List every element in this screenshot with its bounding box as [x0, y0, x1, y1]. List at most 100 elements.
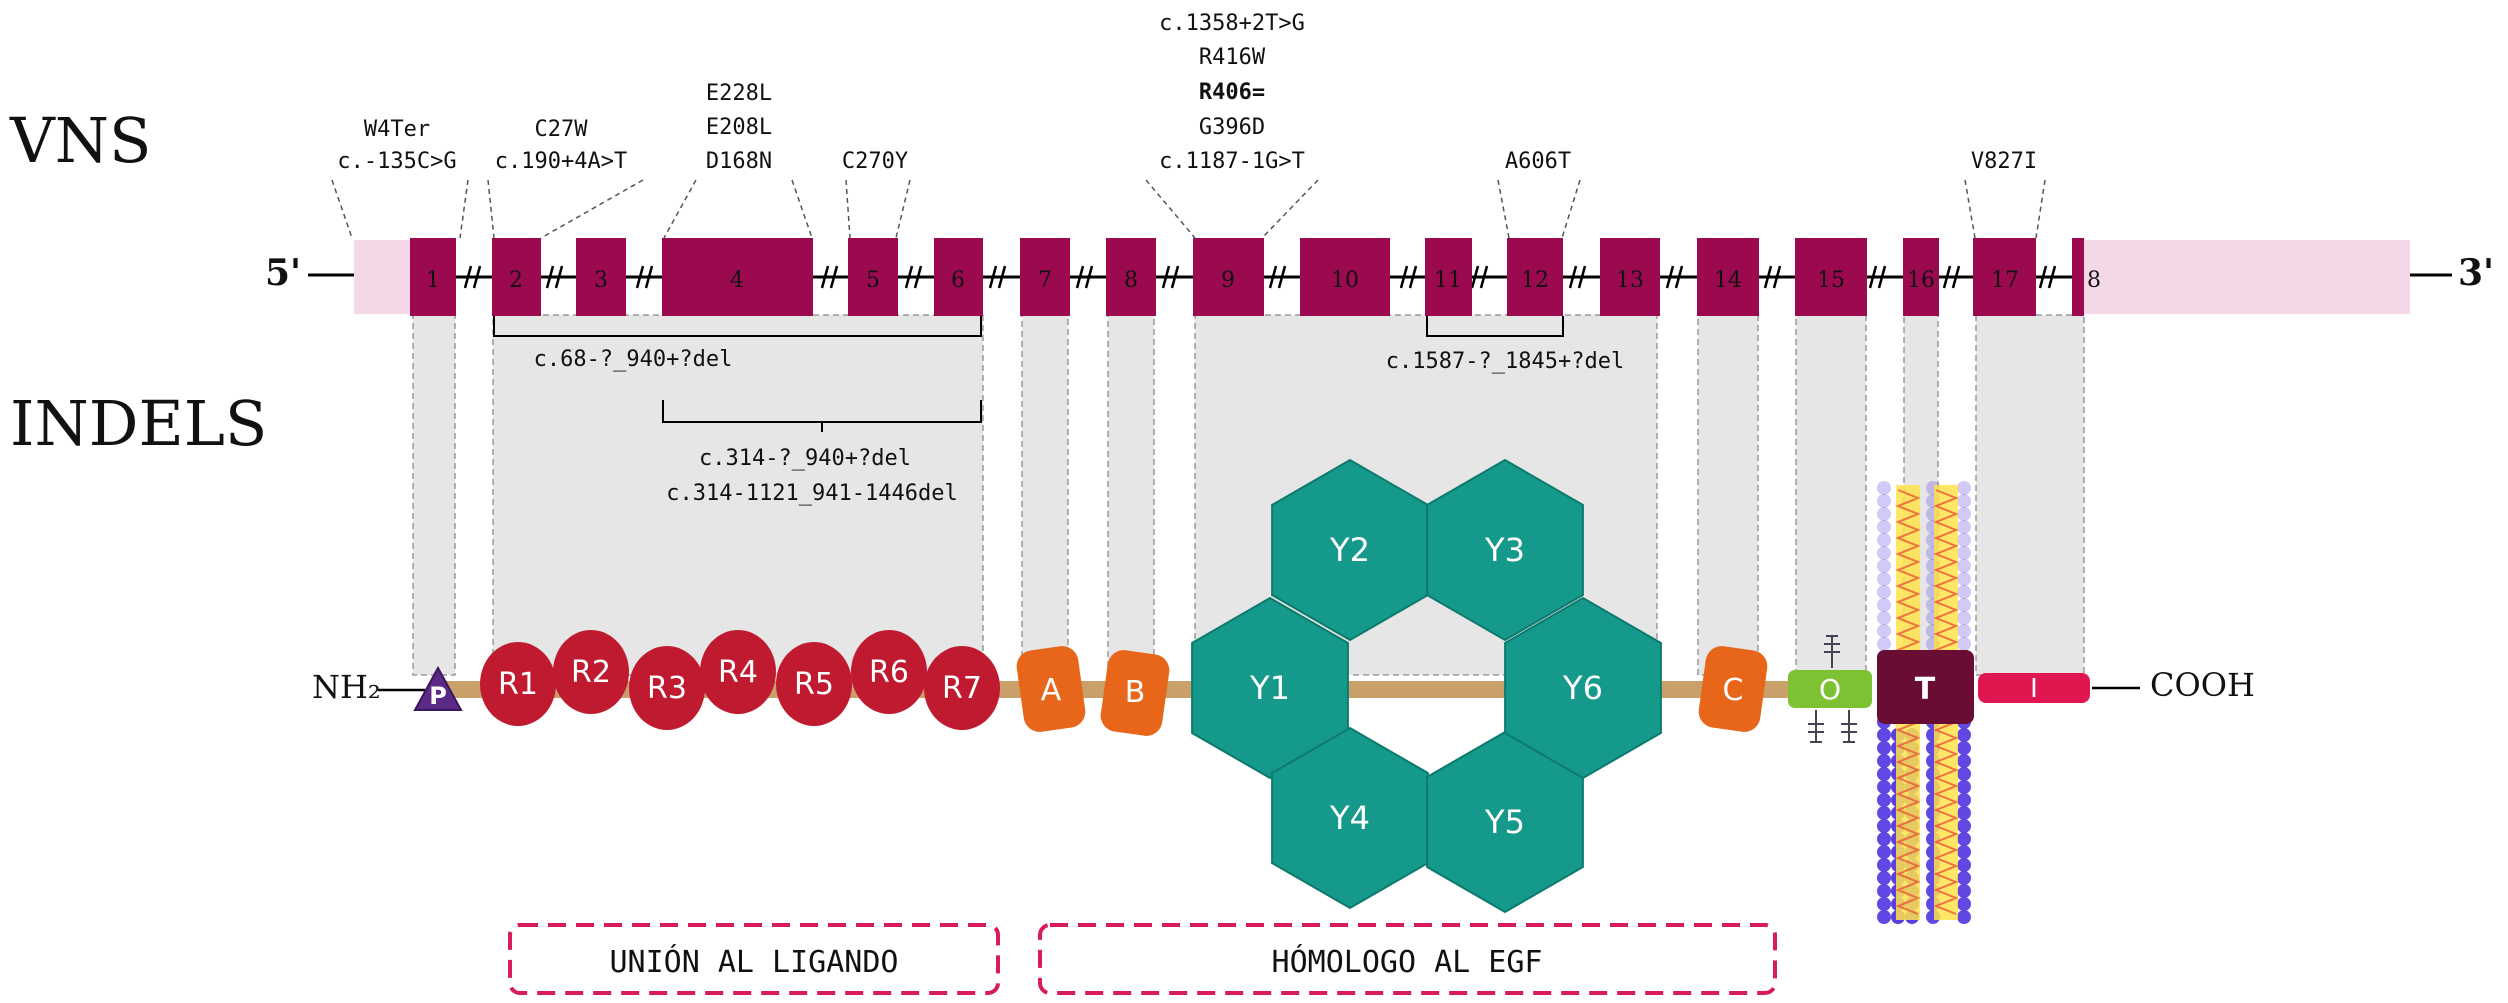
- egf-homolog-box: [1038, 923, 1777, 995]
- exon-label: 14: [1714, 268, 1742, 293]
- variant-label: V827I: [1971, 149, 2037, 174]
- egf-a-label: A: [1041, 673, 1062, 708]
- break-mark: [1568, 265, 1587, 289]
- lipid-bead: [1877, 845, 1891, 859]
- variant-label: D168N: [706, 149, 772, 174]
- indel-bracket-4-6: [662, 400, 982, 432]
- variant-label: E208L: [706, 115, 772, 140]
- lipid-bead: [1957, 845, 1971, 859]
- variant-label: c.190+4A>T: [495, 149, 627, 174]
- exon-3: 3: [576, 238, 626, 316]
- egf-b-label: B: [1125, 675, 1146, 710]
- leader-line: [1261, 179, 1319, 239]
- leader-line: [459, 179, 469, 239]
- lipid-bead: [1877, 793, 1891, 807]
- variant-leaders: [331, 179, 2046, 239]
- variant-label: C270Y: [842, 149, 908, 174]
- lipid-bead: [1877, 572, 1891, 586]
- ligand-binding-box: [508, 923, 1000, 995]
- leader-line: [2035, 179, 2046, 239]
- lipid-bead: [1877, 598, 1891, 612]
- leader-line: [1964, 179, 1976, 239]
- repeat-label: R6: [869, 655, 909, 690]
- propeller-label: Y3: [1484, 531, 1525, 569]
- transmembrane-domain: T: [1877, 650, 1974, 724]
- lipid-bead: [1877, 741, 1891, 755]
- indel-bracket-11-12: [1426, 316, 1564, 337]
- egf-a: A: [1016, 646, 1086, 732]
- lipid-bead: [1877, 520, 1891, 534]
- exon-label: 7: [1038, 268, 1052, 293]
- break-mark: [1470, 265, 1489, 289]
- indel-label: c.1587-?_1845+?del: [1386, 349, 1624, 374]
- exon-18: 8: [2072, 238, 2101, 316]
- leader-line: [663, 179, 697, 239]
- propeller-blade-y1: Y1: [1191, 596, 1349, 780]
- projection-exons-2-6: [492, 314, 984, 676]
- variant-label: C27W: [535, 117, 589, 142]
- lipid-bead: [1877, 585, 1891, 599]
- lipid-bead: [1957, 793, 1971, 807]
- ldl-repeat-r1: R1: [480, 642, 556, 726]
- propeller-label: Y2: [1329, 531, 1370, 569]
- variant-label: R406=: [1199, 80, 1265, 105]
- exon-2: 2: [492, 238, 541, 316]
- ldl-repeat-r3: R3: [629, 646, 705, 730]
- lipid-bead: [1957, 546, 1971, 560]
- break-mark: [463, 265, 482, 289]
- glycan-icon: [1808, 635, 1857, 743]
- ldl-repeat-r4: R4: [700, 630, 776, 714]
- exon-5: 5: [848, 238, 898, 316]
- indel-label: c.314-?_940+?del: [699, 446, 911, 471]
- exon-label: 10: [1331, 268, 1359, 293]
- egf-homolog-label: HÓMOLOGO AL EGF: [1272, 943, 1543, 980]
- lipid-bead: [1957, 819, 1971, 833]
- leader-line: [331, 179, 353, 239]
- lipid-bead: [1957, 507, 1971, 521]
- projection-exon1: [412, 314, 456, 676]
- exon-label: 6: [951, 268, 965, 293]
- lipid-bead: [1877, 858, 1891, 872]
- exon-label: 9: [1221, 268, 1235, 293]
- exon-7: 7: [1020, 238, 1070, 316]
- lipid-bead: [1957, 884, 1971, 898]
- o-linked-domain: O: [1788, 635, 1872, 743]
- variant-label: G396D: [1199, 115, 1265, 140]
- exon-label: 16: [1907, 268, 1935, 293]
- variant-label: A606T: [1505, 149, 1571, 174]
- lipid-bead: [1877, 806, 1891, 820]
- variant-label: E228L: [706, 81, 772, 106]
- ldl-repeat-r6: R6: [851, 630, 927, 714]
- break-mark: [545, 265, 564, 289]
- projection-exon8: [1107, 314, 1155, 676]
- leader-line: [540, 179, 644, 239]
- propeller-label: Y4: [1329, 799, 1370, 837]
- p-domain: P: [413, 665, 463, 711]
- repeat-label: R1: [498, 667, 538, 702]
- repeat-label: R5: [794, 667, 834, 702]
- lipid-bead: [1957, 559, 1971, 573]
- repeat-label: R2: [571, 655, 611, 690]
- lipid-bead: [1877, 767, 1891, 781]
- ligand-binding-label: UNIÓN AL LIGANDO: [610, 943, 899, 980]
- lipid-bead: [1877, 910, 1891, 924]
- exon-label: 1: [426, 268, 440, 293]
- exon-label: 8: [2087, 268, 2101, 293]
- projection-exon7: [1021, 314, 1069, 676]
- break-mark: [1763, 265, 1782, 289]
- leader-line: [895, 179, 911, 239]
- lipid-bead: [1957, 520, 1971, 534]
- variant-label: R416W: [1199, 45, 1266, 70]
- five-prime-label: 5': [265, 252, 301, 294]
- lipid-bead: [1877, 546, 1891, 560]
- lipid-bead-column: [1877, 481, 1891, 924]
- vns-variants: W4Ter c.-135C>G C27W c.190+4A>T E228L E2…: [337, 11, 2037, 174]
- exon-8: 8: [1106, 238, 1156, 316]
- exon-6: 6: [934, 238, 983, 316]
- exon-label: 2: [509, 268, 523, 293]
- projection-exon14: [1697, 314, 1759, 676]
- lipid-bead: [1957, 637, 1971, 651]
- egf-b: B: [1100, 650, 1170, 736]
- lipid-bead: [1957, 910, 1971, 924]
